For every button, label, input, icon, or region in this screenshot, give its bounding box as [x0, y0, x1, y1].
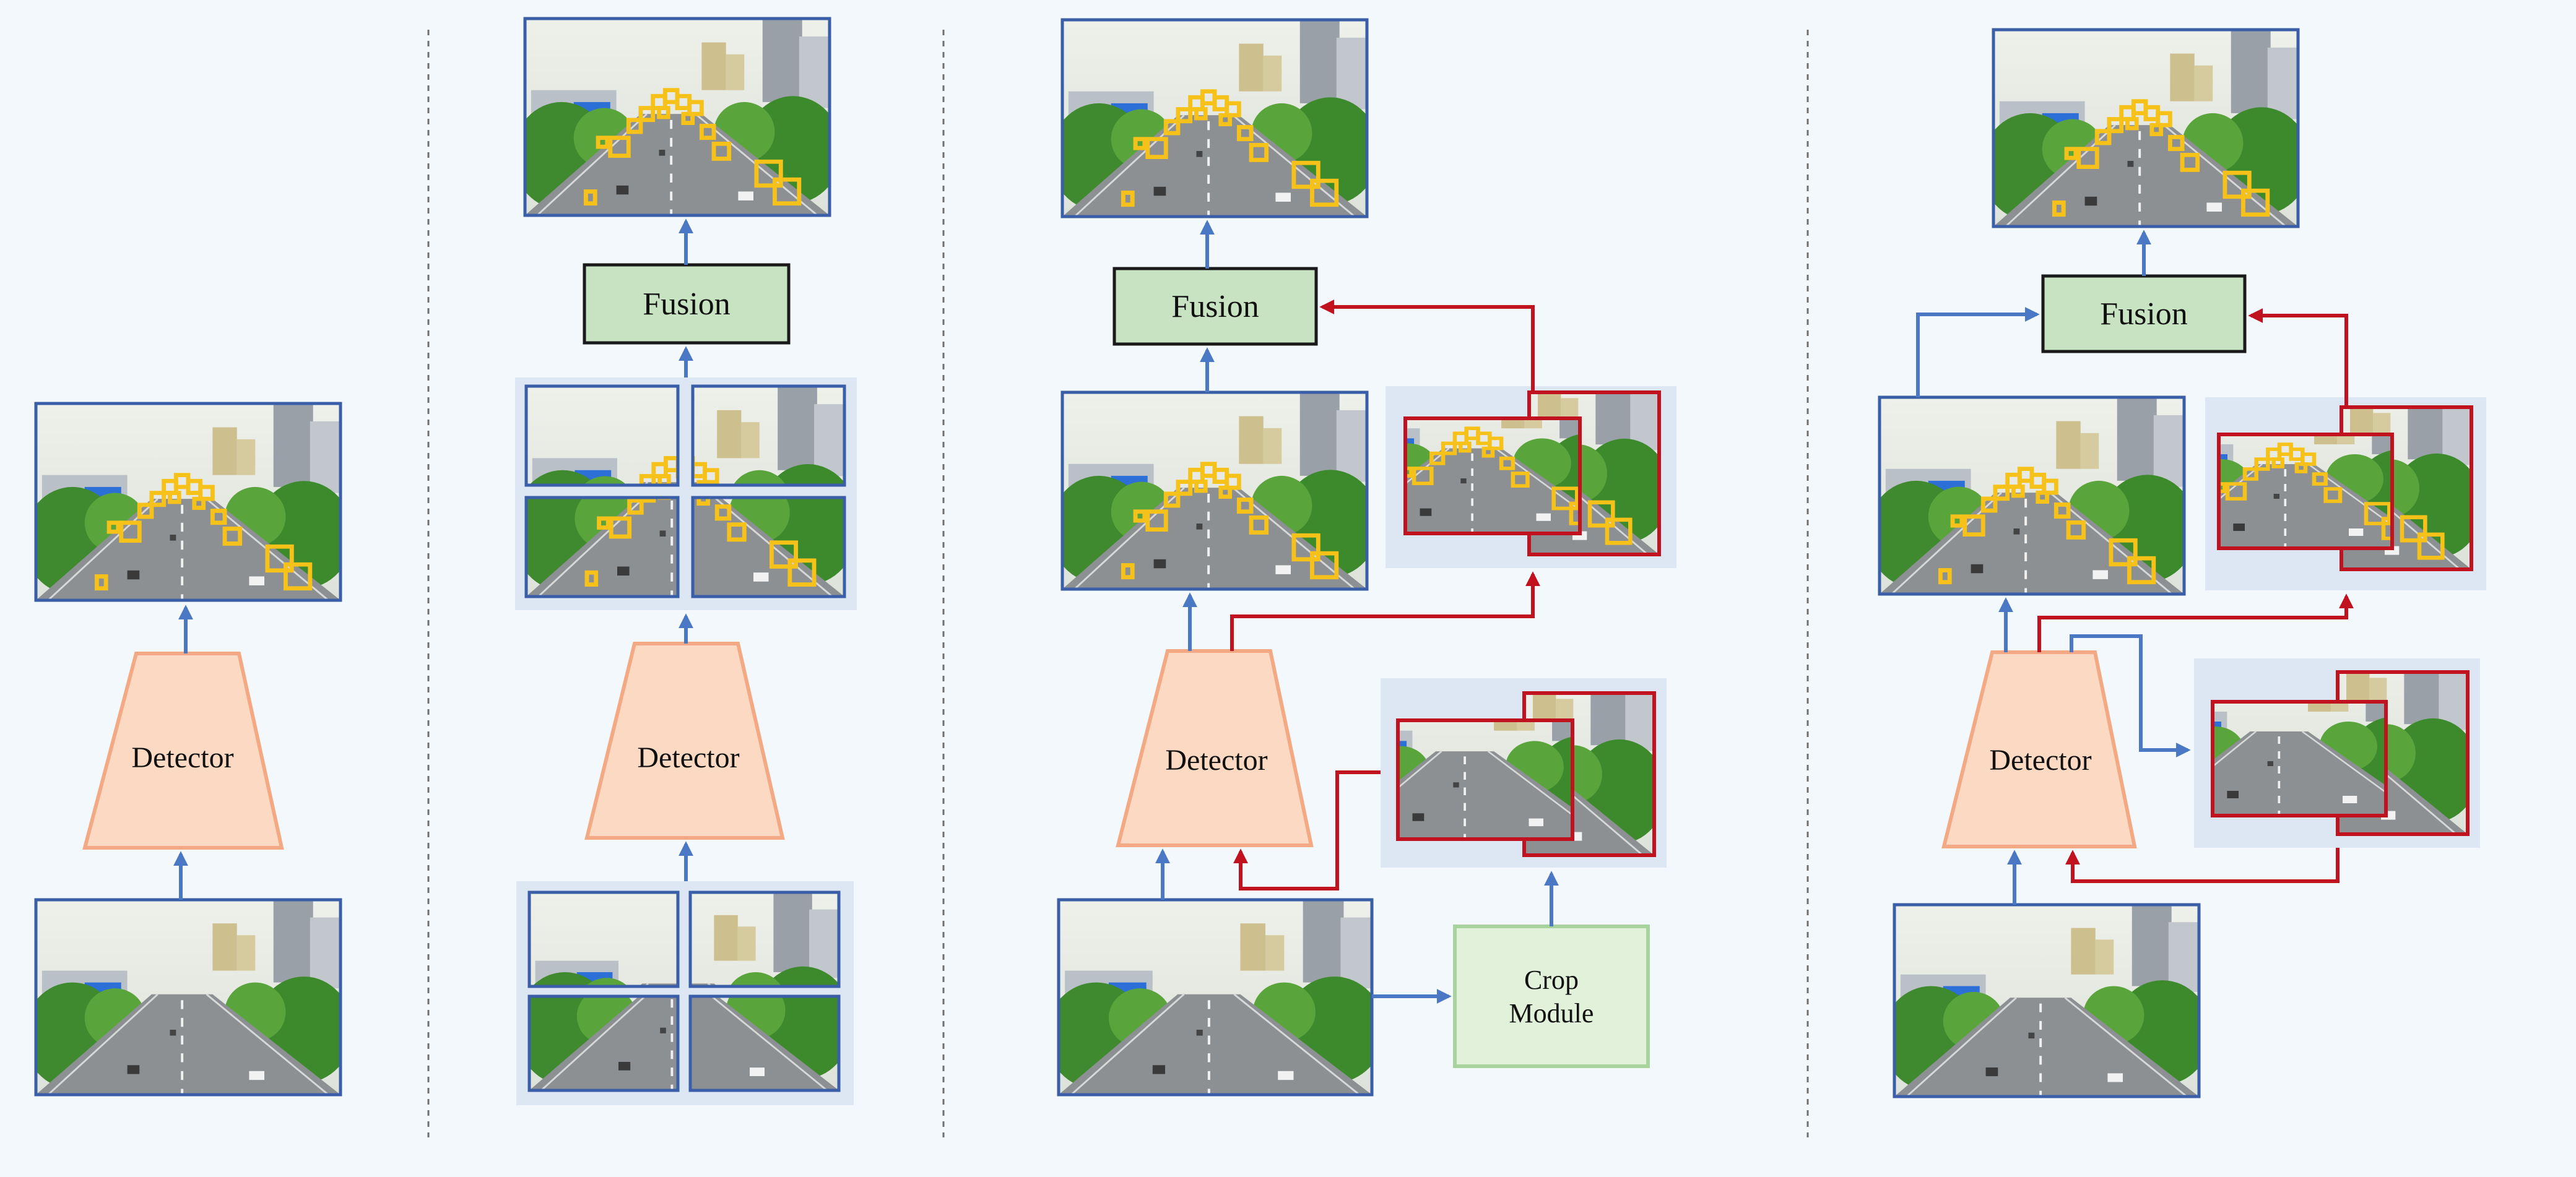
col2-input-tiles	[516, 881, 854, 1105]
col3-detected-image	[1060, 390, 1369, 591]
col3-red-arrows	[1230, 300, 1540, 890]
col4-detector-label: Detector	[1989, 744, 2091, 777]
col3-detector-label: Detector	[1165, 744, 1267, 777]
col2-output-image	[523, 17, 831, 217]
col2-fusion: Fusion	[583, 263, 791, 345]
col4-red-arrows	[2037, 308, 2354, 883]
col4-blue-arrows	[1916, 230, 2191, 905]
column-3-crop-module: Crop Module Detector Fusion	[1057, 18, 1676, 1097]
col2-detector-label: Detector	[637, 741, 739, 774]
col3-crop-module: Crop Module	[1453, 925, 1650, 1068]
col3-fusion-label: Fusion	[1171, 289, 1259, 324]
column-4-self-crop: Detector Fusion	[1878, 28, 2486, 1098]
col4-detector: Detector	[1941, 650, 2137, 848]
col1-detector-label: Detector	[131, 741, 233, 774]
col4-crop-panel	[2194, 658, 2480, 848]
col1-detector: Detector	[82, 652, 284, 850]
col3-input-image	[1057, 898, 1374, 1097]
crop-module-label-line2: Module	[1509, 998, 1594, 1028]
col3-output-image	[1060, 18, 1369, 218]
col3-blue-arrows	[1155, 220, 1559, 1004]
col3-fusion: Fusion	[1112, 267, 1318, 346]
column-2-patch-detector: Detector Fusion	[515, 17, 857, 1105]
col2-fusion-label: Fusion	[643, 287, 731, 322]
col1-input-image	[34, 898, 342, 1097]
col3-crop-panel	[1381, 678, 1667, 868]
col1-output-image	[34, 402, 342, 602]
col4-detected-crops-panel	[2205, 397, 2486, 590]
crop-module-label-line1: Crop	[1524, 965, 1579, 995]
col4-fusion: Fusion	[2041, 274, 2247, 353]
col4-output-image	[1992, 28, 2300, 228]
col2-detected-tiles	[515, 377, 857, 610]
col1-arrows	[173, 605, 193, 900]
col2-detector: Detector	[584, 642, 785, 840]
col4-input-image	[1893, 903, 2201, 1098]
col4-fusion-label: Fusion	[2100, 296, 2188, 332]
col3-detector: Detector	[1116, 649, 1314, 847]
col3-detected-crops-panel	[1386, 386, 1676, 568]
column-1-single-detector: Detector	[34, 402, 342, 1097]
col4-detected-image	[1878, 395, 2186, 596]
